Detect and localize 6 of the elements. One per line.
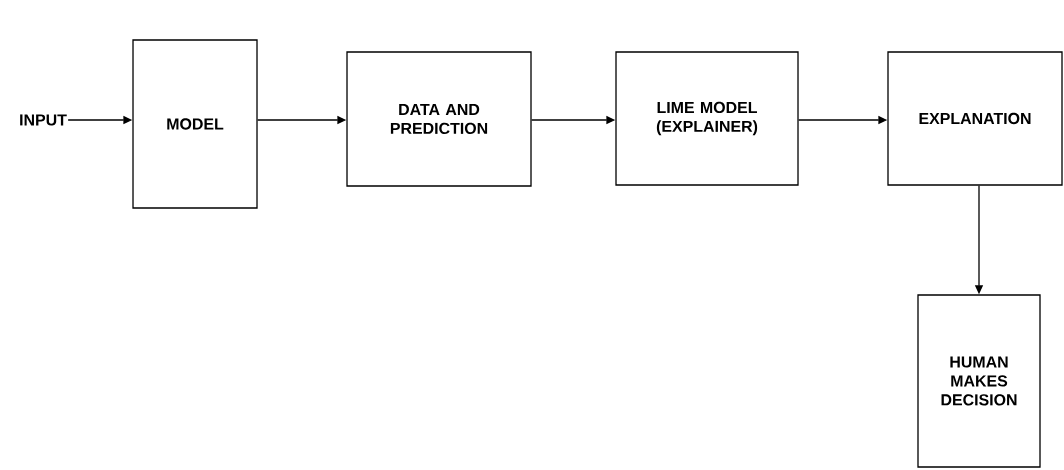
process-box: DATA AND PREDICTION xyxy=(346,51,532,187)
process-box: EXPLANATION xyxy=(887,51,1063,186)
input-label: INPUT xyxy=(20,114,67,126)
process-box: LIME MODEL (EXPLAINER) xyxy=(615,51,799,186)
process-box: MODEL xyxy=(132,39,258,209)
process-box: HUMAN MAKES DECISION xyxy=(917,294,1041,468)
